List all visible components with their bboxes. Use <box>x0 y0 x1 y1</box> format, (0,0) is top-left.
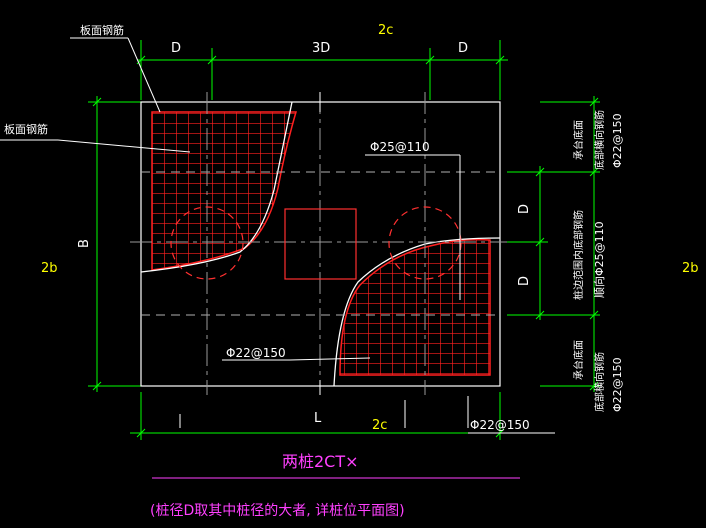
dim-l: L <box>314 411 322 426</box>
drawing-title: 两桩2CT× <box>282 452 359 471</box>
dim-d-right-v2: D <box>517 276 532 286</box>
right-dimension <box>507 96 600 392</box>
note-mid-1: 桩边范围内底部钢筋 <box>572 210 585 300</box>
note-top-1: 承台底面 <box>572 120 585 160</box>
pile-right <box>388 206 462 280</box>
pile-left <box>170 206 244 280</box>
note-top-3: Φ22@150 <box>611 113 624 168</box>
centerlines <box>130 92 507 395</box>
rebar-label-22-150-bottom: Φ22@150 <box>470 418 530 432</box>
leader-lines <box>0 37 555 434</box>
note-mid-2: 顺向Φ25@110 <box>592 221 606 298</box>
note-bot-1: 承台底面 <box>572 340 585 380</box>
dim-2b-left: 2b <box>41 261 58 276</box>
dim-d-right: D <box>458 41 468 56</box>
rebar-mesh-bottom-right <box>339 238 491 376</box>
dim-d-right-v1: D <box>517 204 532 214</box>
curve-top-left <box>140 101 293 273</box>
column-outline <box>284 208 357 280</box>
rebar-mesh-top-left <box>151 111 297 271</box>
curve-bottom-right <box>333 237 501 387</box>
left-dimension <box>88 96 141 392</box>
drawing-note: (桩径D取其中桩径的大者, 详桩位平面图) <box>150 502 405 519</box>
tick-marks <box>179 92 469 428</box>
dim-3d: 3D <box>312 41 330 56</box>
note-top-2: 底部横向钢筋 <box>593 110 606 170</box>
dim-2c-top: 2c <box>378 23 393 38</box>
note-bot-2: 底部横向钢筋 <box>593 352 606 412</box>
label-slab-rebar-top: 板面钢筋 <box>80 23 124 37</box>
bottom-dimension <box>130 392 512 440</box>
note-bot-3: Φ22@150 <box>611 357 624 412</box>
dim-2b-right: 2b <box>682 261 699 276</box>
rebar-label-22-150-inner: Φ22@150 <box>226 346 286 360</box>
dim-d-left: D <box>171 41 181 56</box>
rebar-label-25-110: Φ25@110 <box>370 140 430 154</box>
label-slab-rebar-left: 板面钢筋 <box>4 122 48 136</box>
dim-b: B <box>77 239 92 248</box>
dim-2c-bottom: 2c <box>372 418 387 433</box>
